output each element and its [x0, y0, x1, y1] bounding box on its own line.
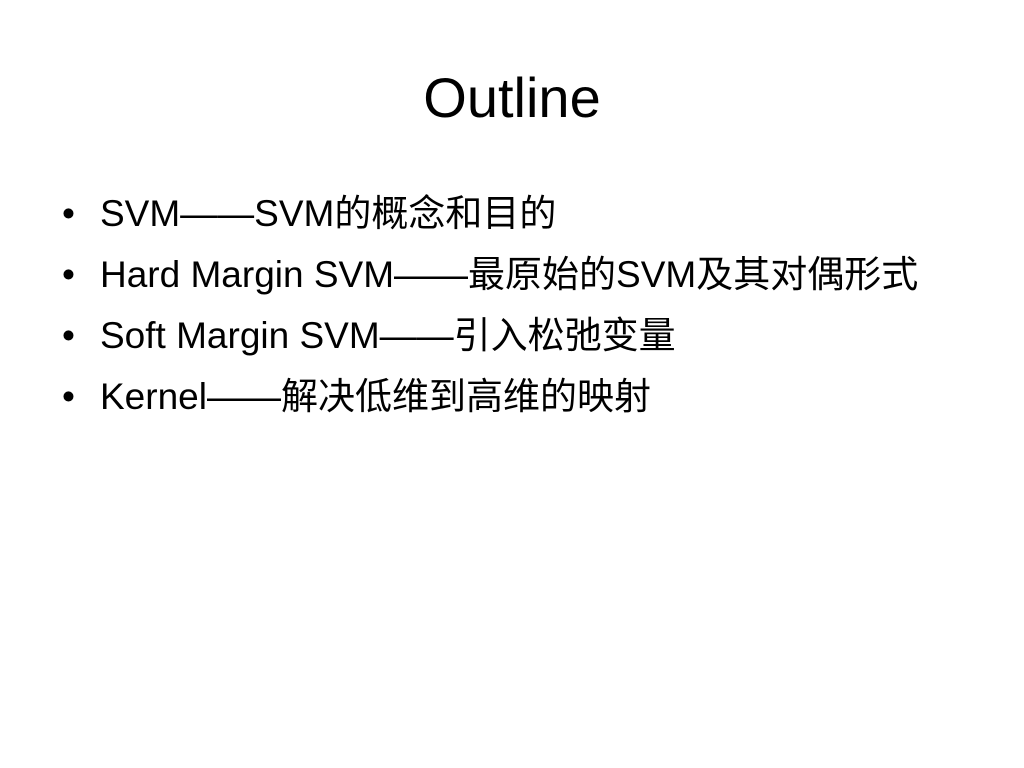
bullet-item-hard-margin: • Hard Margin SVM——最原始的SVM及其对偶形式 — [62, 247, 962, 303]
bullet-text: Kernel——解决低维到高维的映射 — [100, 376, 651, 417]
bullet-icon: • — [62, 193, 75, 234]
bullet-list: • SVM——SVM的概念和目的 • Hard Margin SVM——最原始的… — [62, 186, 962, 430]
bullet-text: SVM——SVM的概念和目的 — [100, 193, 557, 234]
bullet-item-kernel: • Kernel——解决低维到高维的映射 — [62, 369, 962, 425]
slide-title: Outline — [423, 66, 601, 129]
bullet-text: Hard Margin SVM——最原始的SVM及其对偶形式 — [100, 254, 919, 295]
bullet-item-soft-margin: • Soft Margin SVM——引入松弛变量 — [62, 308, 962, 364]
bullet-item-svm: • SVM——SVM的概念和目的 — [62, 186, 962, 242]
bullet-icon: • — [62, 254, 75, 295]
bullet-icon: • — [62, 315, 75, 356]
bullet-icon: • — [62, 376, 75, 417]
bullet-text: Soft Margin SVM——引入松弛变量 — [100, 315, 676, 356]
